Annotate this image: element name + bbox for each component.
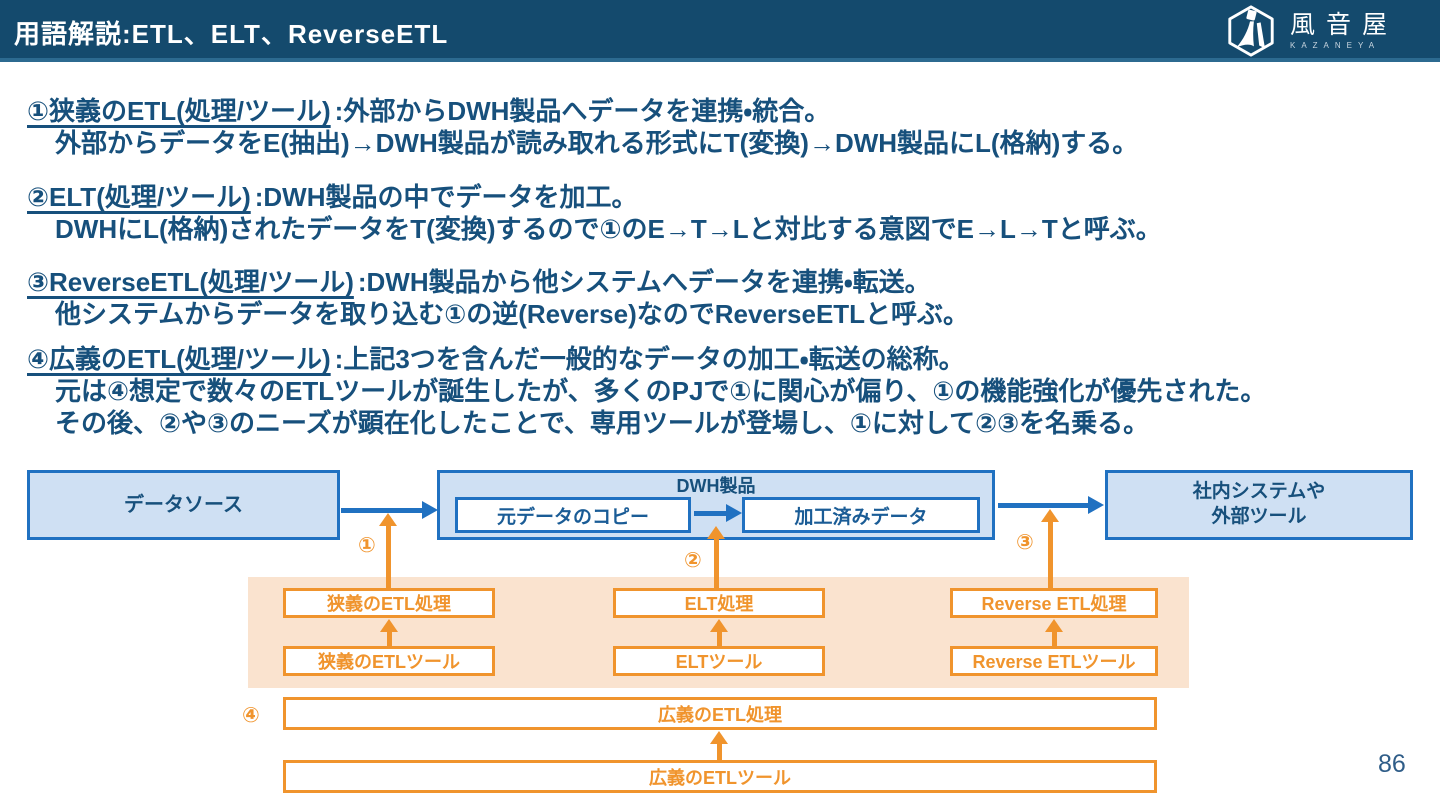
data-source-label: データソース bbox=[124, 494, 243, 516]
internal-systems-label: 社内システムや 外部ツール bbox=[1193, 480, 1325, 529]
page-number: 86 bbox=[1378, 750, 1406, 778]
raw-data-copy-box: 元データのコピー bbox=[455, 497, 691, 533]
arrow-reverse-process-up bbox=[1041, 509, 1059, 590]
definition-summary: :DWH製品の中でデータを加工。 bbox=[254, 182, 638, 212]
definition-heading: ①狭義のETL(処理/ツール):外部からDWH製品へデータを連携・統合。 bbox=[27, 95, 1138, 127]
definition-detail: DWHにL(格納)されたデータをT(変換)するので①のE→T→Lと対比する意図で… bbox=[55, 214, 1162, 244]
definition-summary: :外部からDWH製品へデータを連携・統合。 bbox=[334, 96, 831, 126]
narrow-etl-process-box: 狭義のETL処理 bbox=[283, 588, 495, 618]
arrow-elt-tool-up bbox=[710, 619, 728, 646]
definition-summary: :DWH製品から他システムへデータを連携・転送。 bbox=[357, 267, 931, 297]
broad-etl-process-label: 広義のETL処理 bbox=[658, 704, 782, 725]
arrow-reverse-tool-up bbox=[1045, 619, 1063, 646]
internal-systems-line2: 外部ツール bbox=[1211, 506, 1307, 527]
page-title: 用語解説:ETL、ELT、ReverseETL bbox=[14, 19, 449, 49]
logo-subtitle: KAZANEYA bbox=[1289, 41, 1381, 51]
marker-4: ④ bbox=[242, 704, 260, 727]
definition-detail: 外部からデータをE(抽出)→DWH製品が読み取れる形式にT(変換)→DWH製品に… bbox=[55, 128, 1139, 158]
definition-term: ③ReverseETL(処理/ツール) bbox=[27, 267, 354, 297]
broad-etl-process-box: 広義のETL処理 bbox=[283, 697, 1157, 730]
arrow-source-to-dwh bbox=[341, 501, 438, 519]
reverse-etl-process-label: Reverse ETL処理 bbox=[981, 594, 1127, 614]
broad-etl-tool-box: 広義のETLツール bbox=[283, 760, 1157, 793]
definition-detail: その後、②や③のニーズが顕在化したことで、専用ツールが登場し、①に対して②③を名… bbox=[55, 408, 1150, 438]
internal-systems-box: 社内システムや 外部ツール bbox=[1105, 470, 1413, 540]
kazaneya-logo: 風音屋 KAZANEYA bbox=[1224, 4, 1398, 58]
elt-tool-box: ELTツール bbox=[613, 646, 825, 676]
dwh-product-label: DWH製品 bbox=[676, 476, 756, 496]
narrow-etl-process-label: 狭義のETL処理 bbox=[327, 594, 451, 614]
arrow-copy-to-processed bbox=[694, 504, 742, 522]
elt-process-label: ELT処理 bbox=[684, 594, 754, 614]
arrow-etl-process-up bbox=[379, 513, 397, 590]
header-bar bbox=[0, 0, 1440, 58]
data-source-box: データソース bbox=[27, 470, 340, 540]
definition-term: ①狭義のETL(処理/ツール) bbox=[27, 96, 331, 126]
arrow-etl-tool-up bbox=[380, 619, 398, 646]
reverse-etl-process-box: Reverse ETL処理 bbox=[950, 588, 1158, 618]
definition-block-3: ③ReverseETL(処理/ツール):DWH製品から他システムへデータを連携・… bbox=[27, 266, 969, 330]
kazaneya-hexagon-icon bbox=[1228, 5, 1274, 57]
elt-process-box: ELT処理 bbox=[613, 588, 825, 618]
logo-text: 風音屋 KAZANEYA bbox=[1289, 10, 1398, 51]
narrow-etl-tool-label: 狭義のETLツール bbox=[318, 652, 460, 672]
marker-2: ② bbox=[684, 549, 702, 572]
logo-name: 風音屋 bbox=[1289, 10, 1398, 39]
definition-term: ④広義のETL(処理/ツール) bbox=[27, 344, 331, 374]
reverse-etl-tool-box: Reverse ETLツール bbox=[950, 646, 1158, 676]
definition-detail: 元は④想定で数々のETLツールが誕生したが、多くのPJで①に関心が偏り、①の機能… bbox=[55, 376, 1267, 406]
elt-tool-label: ELTツール bbox=[675, 652, 763, 672]
reverse-etl-tool-label: Reverse ETLツール bbox=[972, 652, 1136, 672]
marker-1: ① bbox=[358, 534, 376, 557]
broad-etl-tool-label: 広義のETLツール bbox=[649, 767, 791, 788]
header-accent-strip bbox=[0, 58, 1440, 62]
arrow-elt-process-up bbox=[707, 526, 725, 590]
definition-heading: ②ELT(処理/ツール):DWH製品の中でデータを加工。 bbox=[27, 181, 1162, 213]
definition-heading: ④広義のETL(処理/ツール):上記3つを含んだ一般的なデータの加工・転送の総称… bbox=[27, 343, 1266, 375]
definition-term: ②ELT(処理/ツール) bbox=[27, 182, 251, 212]
narrow-etl-tool-box: 狭義のETLツール bbox=[283, 646, 495, 676]
internal-systems-line1: 社内システムや bbox=[1192, 481, 1326, 503]
arrow-broad-tool-up bbox=[710, 731, 728, 760]
definition-block-1: ①狭義のETL(処理/ツール):外部からDWH製品へデータを連携・統合。 外部か… bbox=[27, 95, 1138, 159]
definition-heading: ③ReverseETL(処理/ツール):DWH製品から他システムへデータを連携・… bbox=[27, 266, 969, 298]
definition-block-2: ②ELT(処理/ツール):DWH製品の中でデータを加工。 DWHにL(格納)され… bbox=[27, 181, 1162, 245]
definition-block-4: ④広義のETL(処理/ツール):上記3つを含んだ一般的なデータの加工・転送の総称… bbox=[27, 343, 1266, 439]
marker-3: ③ bbox=[1016, 531, 1034, 554]
definition-summary: :上記3つを含んだ一般的なデータの加工・転送の総称。 bbox=[334, 344, 965, 374]
processed-data-box: 加工済みデータ bbox=[742, 497, 980, 533]
processed-data-label: 加工済みデータ bbox=[794, 506, 928, 528]
raw-data-copy-label: 元データのコピー bbox=[496, 506, 649, 528]
arrow-dwh-to-internal bbox=[998, 496, 1104, 514]
definition-detail: 他システムからデータを取り込む①の逆(Reverse)なのでReverseETL… bbox=[55, 299, 970, 329]
